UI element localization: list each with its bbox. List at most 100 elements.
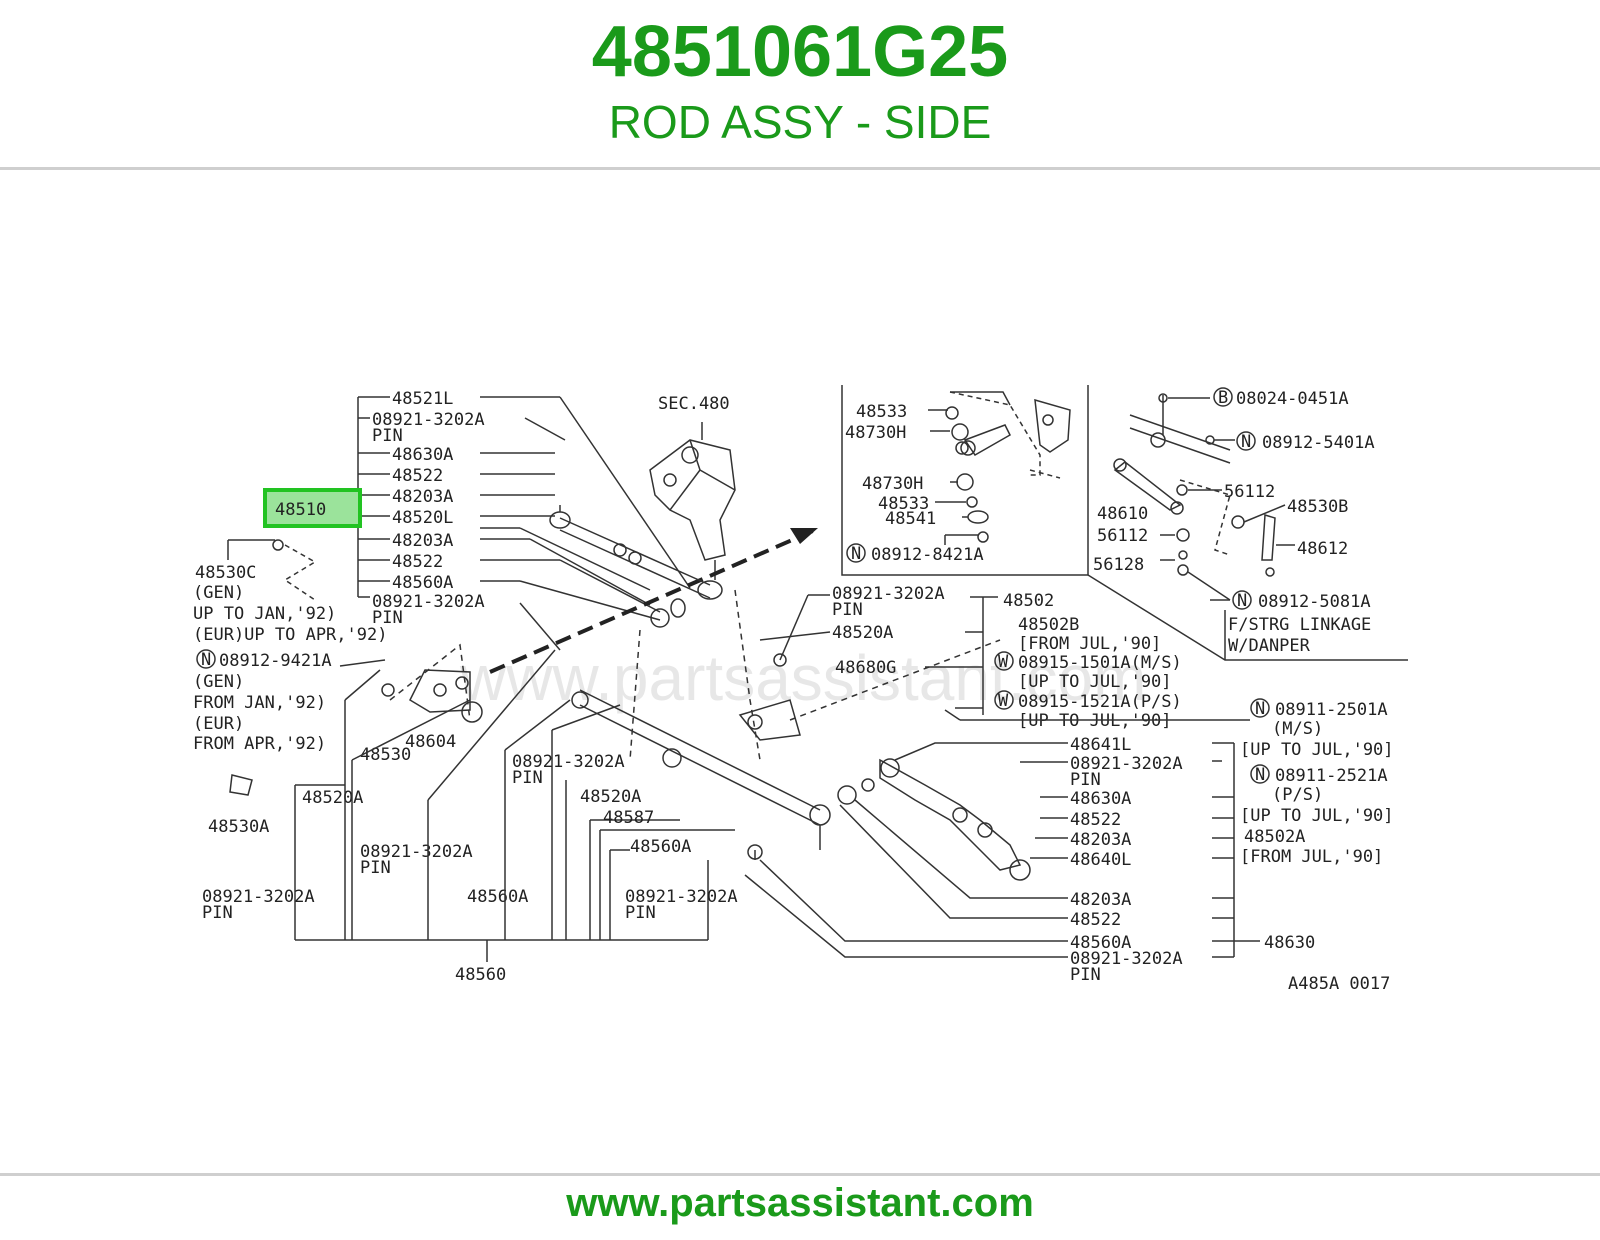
highlighted-part-box[interactable]	[263, 488, 362, 528]
callout-pin-7: PIN	[832, 600, 863, 620]
note-eur-up-to-apr: (EUR)UP TO APR,'92)	[193, 625, 387, 645]
callout-48203a: 48203A	[392, 487, 453, 507]
callout-08911-2501a: 08911-2501A	[1275, 700, 1388, 720]
part-name-subtitle: ROD ASSY - SIDE	[608, 96, 992, 148]
note-08912-9421a: 08912-9421A	[219, 651, 332, 671]
note-eur: (EUR)	[193, 714, 244, 734]
callout-48530: 48530	[360, 745, 411, 765]
callout-48640l: 48640L	[1070, 850, 1131, 870]
callout-48630: 48630	[1264, 933, 1315, 953]
sec-480-label: SEC.480	[658, 394, 730, 414]
note-gen-2: (GEN)	[193, 672, 244, 692]
callout-48502: 48502	[1003, 591, 1054, 611]
callout-48522: 48522	[392, 466, 443, 486]
callout-48630a: 48630A	[392, 445, 453, 465]
n-circle-icon-6	[1250, 764, 1270, 784]
note-w-danper: W/DANPER	[1228, 636, 1311, 656]
callout-48533-2: 48533	[878, 494, 929, 514]
callout-56112: 56112	[1224, 482, 1275, 502]
note-from-jul-90: [FROM JUL,'90]	[1018, 634, 1161, 654]
n-circle-icon-3	[1236, 431, 1256, 451]
callout-08921-3202a-4: 08921-3202A	[360, 842, 473, 862]
highlighted-part-label[interactable]: 48510	[275, 500, 326, 520]
callout-56112-2: 56112	[1097, 526, 1148, 546]
callout-pin-3: PIN	[202, 903, 233, 923]
callout-08921-3202a-9: 08921-3202A	[1070, 949, 1183, 969]
n-mark-5: N	[1255, 699, 1265, 719]
lower-mid-callouts: 08921-3202A PIN 48520A 48587 48560A 0892…	[512, 752, 738, 923]
callout-48610: 48610	[1097, 504, 1148, 524]
inset-box-damper	[1087, 393, 1408, 661]
callout-pin-9: PIN	[1070, 965, 1101, 985]
callout-48630a-2: 48630A	[1070, 789, 1131, 809]
note-from-jan: FROM JAN,'92)	[193, 693, 326, 713]
callout-48641l: 48641L	[1070, 735, 1131, 755]
callout-48587: 48587	[603, 808, 654, 828]
diagram-code: A485A 0017	[1288, 974, 1390, 994]
callout-48730h: 48730H	[845, 423, 906, 443]
callout-48560: 48560	[455, 965, 506, 985]
n-mark-2: N	[851, 544, 861, 564]
callout-48530a: 48530A	[208, 817, 269, 837]
callout-48502a: 48502A	[1244, 827, 1305, 847]
w-mark-2: W	[998, 691, 1009, 711]
callout-08921-3202a-7: 08921-3202A	[832, 584, 945, 604]
callout-48520l: 48520L	[392, 508, 453, 528]
right-callouts: 48641L 08921-3202A PIN 48630A 48522 4820…	[1070, 735, 1315, 985]
bottom-bracket-lines	[294, 649, 735, 962]
center-bracket-lines	[759, 594, 998, 715]
callout-48612: 48612	[1297, 539, 1348, 559]
callout-48522-4: 48522	[1070, 910, 1121, 930]
callout-48560a: 48560A	[392, 573, 453, 593]
callout-48520a: 48520A	[302, 788, 363, 808]
footer-url[interactable]: www.partsassistant.com	[566, 1181, 1034, 1225]
b-mark: B	[1218, 388, 1228, 408]
watermark: www.partsassistant.com	[459, 642, 1146, 714]
callout-08915-1501a: 08915-1501A(M/S)	[1018, 653, 1182, 673]
callout-48522-2: 48522	[392, 552, 443, 572]
n-circle-icon-2	[846, 543, 866, 563]
callout-48680g: 48680G	[835, 658, 896, 678]
left-callouts: 48521L 08921-3202A PIN 48630A 48522 4820…	[372, 389, 485, 628]
callout-48604: 48604	[405, 732, 456, 752]
direction-arrow-head-icon	[790, 528, 818, 544]
callout-pin-6: PIN	[625, 903, 656, 923]
note-gen: (GEN)	[193, 583, 244, 603]
callout-pin-2: PIN	[372, 608, 403, 628]
callout-48730h-2: 48730H	[862, 474, 923, 494]
note-ms: (M/S)	[1272, 719, 1323, 739]
callout-48521l: 48521L	[392, 389, 453, 409]
callout-pin-5: PIN	[512, 768, 543, 788]
callout-48203a-2: 48203A	[392, 531, 453, 551]
callout-08911-2521a: 08911-2521A	[1275, 766, 1388, 786]
note-up-to-jul-90-3: [UP TO JUL,'90]	[1240, 740, 1394, 760]
note-from-apr: FROM APR,'92)	[193, 734, 326, 754]
inset-box-idler	[841, 385, 1089, 576]
callout-48560a-3: 48560A	[630, 837, 691, 857]
steering-gear-box-drawing	[649, 422, 736, 580]
callout-56128: 56128	[1093, 555, 1144, 575]
note-up-to-jul-90-4: [UP TO JUL,'90]	[1240, 806, 1394, 826]
callout-48520a-3: 48520A	[832, 623, 893, 643]
n-mark-3: N	[1241, 432, 1251, 452]
callout-08921-3202a-3: 08921-3202A	[202, 887, 315, 907]
direction-arrow-shaft	[489, 528, 816, 674]
note-48530c: 48530C	[195, 563, 256, 583]
right-notes: N 08911-2501A (M/S) [UP TO JUL,'90] N 08…	[1240, 698, 1394, 867]
callout-08915-1521a: 08915-1521A(P/S)	[1018, 692, 1182, 712]
callout-48533: 48533	[856, 402, 907, 422]
top-divider	[0, 167, 1600, 170]
diagram-canvas	[193, 345, 1418, 1005]
center-callouts: 08921-3202A PIN 48520A 48680G 48502 4850…	[832, 584, 1182, 731]
n-circle-icon-4	[1232, 590, 1252, 610]
linkage-drawing	[229, 505, 1031, 881]
note-up-to-jul-90: [UP TO JUL,'90]	[1018, 672, 1172, 692]
callout-pin-4: PIN	[360, 858, 391, 878]
callout-08912-8421a: 08912-8421A	[871, 545, 984, 565]
left-note-leaders	[227, 539, 386, 667]
n-circle-icon	[196, 649, 216, 669]
note-ps: (P/S)	[1272, 785, 1323, 805]
b-circle-icon	[1213, 387, 1233, 407]
callout-08921-3202a-6: 08921-3202A	[625, 887, 738, 907]
w-mark: W	[998, 652, 1009, 672]
